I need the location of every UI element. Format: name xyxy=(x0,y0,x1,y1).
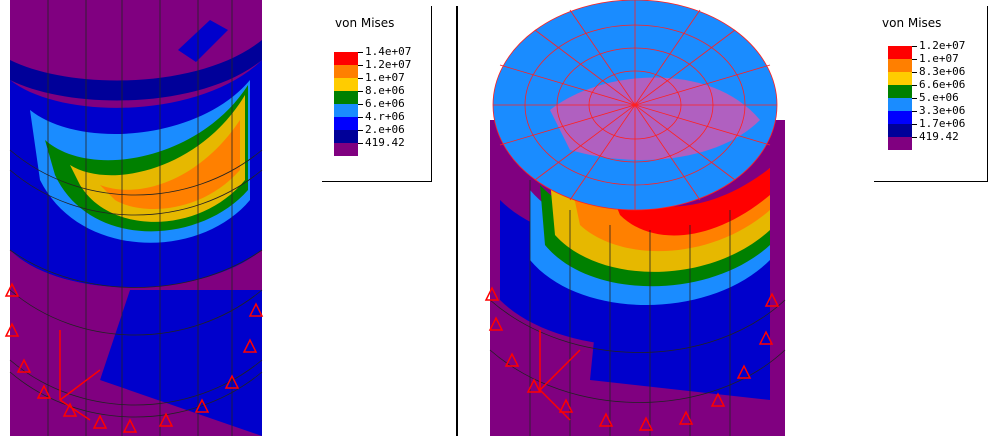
legend-value: 6.e+06 xyxy=(365,97,405,110)
stress-band-darkblue xyxy=(10,40,262,101)
legend-tick xyxy=(358,104,363,105)
boundary-condition-markers xyxy=(484,286,780,431)
legend-value: 419.42 xyxy=(365,136,405,149)
side-mesh xyxy=(489,180,786,436)
legend-value: 1.2e+07 xyxy=(365,58,412,71)
right-cylinder-model xyxy=(484,0,786,436)
legend-swatch xyxy=(334,143,358,156)
legend-tick xyxy=(358,65,363,66)
legend-swatch xyxy=(334,117,358,130)
legend-value: 1.7e+06 xyxy=(919,117,966,130)
legend-value: 5.e+06 xyxy=(919,91,959,104)
legend-swatch xyxy=(888,46,912,59)
purple-region xyxy=(10,250,262,380)
legend-tick xyxy=(912,72,917,73)
legend-value: 1.e+07 xyxy=(365,71,405,84)
legend-swatch xyxy=(888,72,912,85)
legend-swatch xyxy=(888,137,912,150)
legend-swatch xyxy=(888,59,912,72)
legend-value: 419.42 xyxy=(919,130,959,143)
legend-value: 4.r+06 xyxy=(365,110,405,123)
stress-band-orange xyxy=(570,168,770,252)
legend-tick xyxy=(912,137,917,138)
legend-swatch xyxy=(334,91,358,104)
boundary-condition-markers xyxy=(4,282,264,433)
legend-tick xyxy=(358,52,363,53)
legend-value: 8.e+06 xyxy=(365,84,405,97)
legend-value: 6.6e+06 xyxy=(919,78,966,91)
legend-swatch xyxy=(334,130,358,143)
stress-band-orange xyxy=(100,120,240,209)
legend-swatch xyxy=(334,52,358,65)
legend-tick xyxy=(912,111,917,112)
panel-divider xyxy=(456,6,458,436)
left-legend-title: von Mises xyxy=(335,16,395,30)
legend-tick xyxy=(358,78,363,79)
top-mesh xyxy=(492,0,778,211)
legend-tick xyxy=(912,59,917,60)
stress-patch-lower xyxy=(100,250,262,436)
legend-tick xyxy=(358,117,363,118)
left-cylinder-model xyxy=(4,0,264,436)
legend-value: 2.e+06 xyxy=(365,123,405,136)
legend-value: 8.3e+06 xyxy=(919,65,966,78)
mesh-lines xyxy=(9,0,263,436)
legend-swatch xyxy=(334,78,358,91)
right-legend-title: von Mises xyxy=(882,16,942,30)
legend-tick xyxy=(358,143,363,144)
legend-tick xyxy=(912,85,917,86)
stress-patch-top xyxy=(178,20,228,62)
legend-value: 1.2e+07 xyxy=(919,39,966,52)
legend-swatch xyxy=(888,85,912,98)
legend-tick xyxy=(912,124,917,125)
legend-value: 1.4e+07 xyxy=(365,45,412,58)
top-face-low-stress xyxy=(550,77,760,160)
legend-swatch xyxy=(334,65,358,78)
legend-value: 1.e+07 xyxy=(919,52,959,65)
legend-tick xyxy=(912,46,917,47)
legend-value: 3.3e+06 xyxy=(919,104,966,117)
legend-tick xyxy=(358,130,363,131)
legend-tick xyxy=(912,98,917,99)
legend-swatch xyxy=(334,104,358,117)
legend-swatch xyxy=(888,98,912,111)
legend-swatch xyxy=(888,111,912,124)
legend-tick xyxy=(358,91,363,92)
legend-swatch xyxy=(888,124,912,137)
